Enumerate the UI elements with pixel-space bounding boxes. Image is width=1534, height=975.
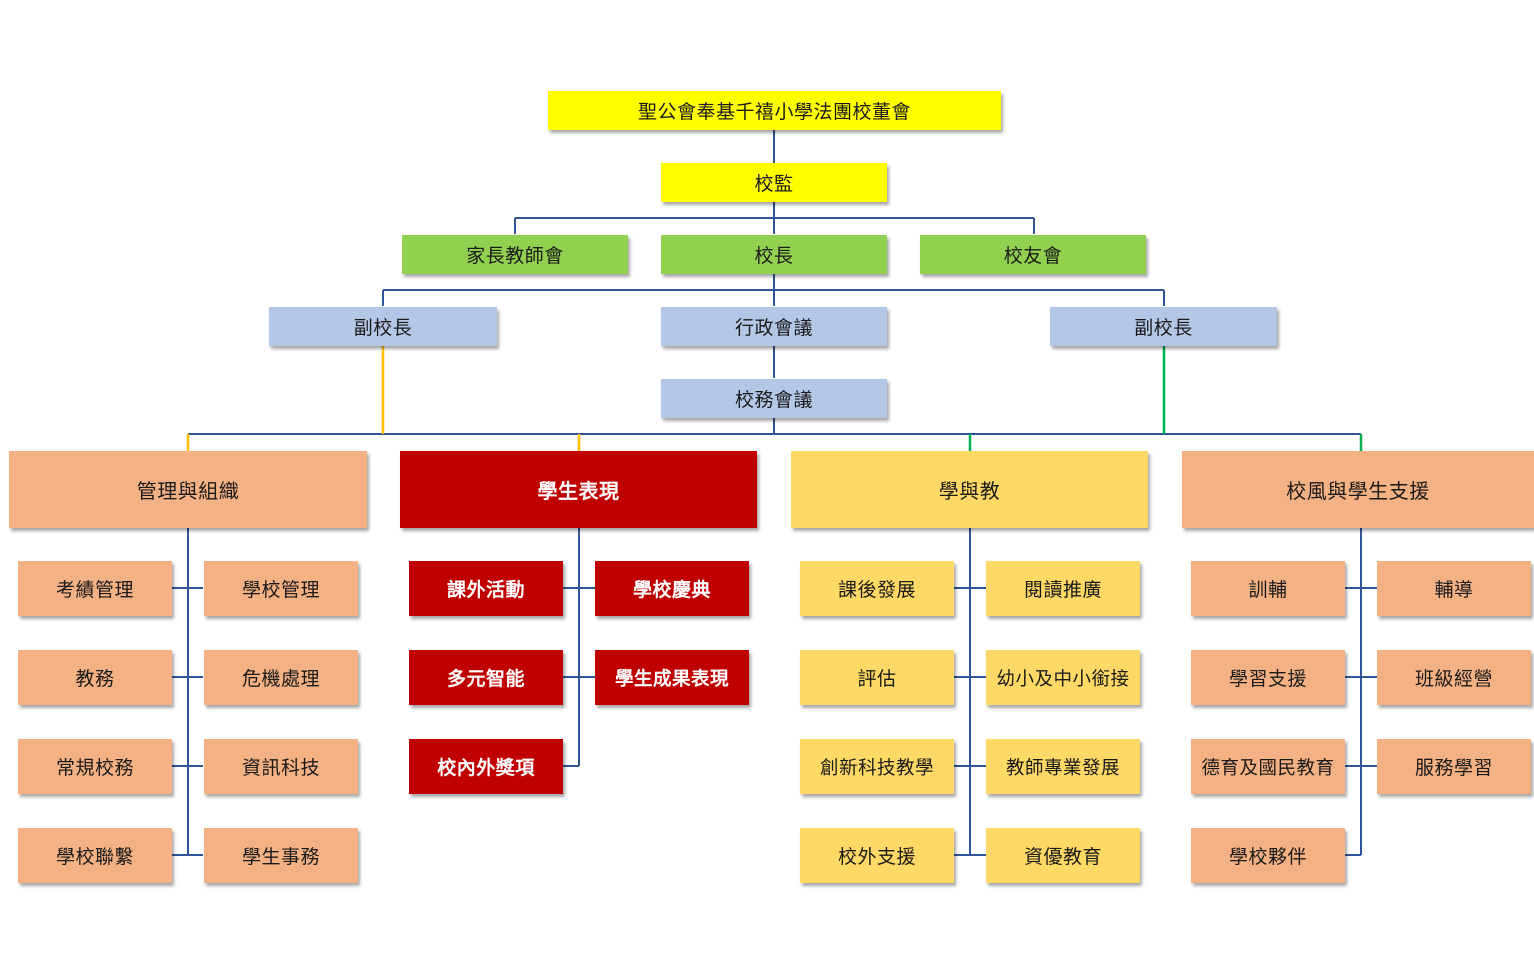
supervisor-box: 校監 — [661, 163, 887, 202]
mgmt-item: 學校聯繫 — [18, 828, 172, 883]
ethos-item: 輔導 — [1377, 561, 1531, 616]
perf-item: 課外活動 — [409, 561, 563, 616]
ethos-item: 學校夥伴 — [1191, 828, 1345, 883]
vice-principal-right-box: 副校長 — [1050, 307, 1277, 346]
school-council-box: 校務會議 — [661, 379, 887, 418]
dept-ethos-head: 校風與學生支援 — [1182, 451, 1534, 528]
learn-item: 評估 — [800, 650, 954, 705]
ethos-item: 訓輔 — [1191, 561, 1345, 616]
mgmt-item: 考績管理 — [18, 561, 172, 616]
pta-box: 家長教師會 — [402, 235, 628, 274]
dept-perf-head: 學生表現 — [400, 451, 757, 528]
mgmt-item: 教務 — [18, 650, 172, 705]
perf-item: 校內外獎項 — [409, 739, 563, 794]
perf-item: 學校慶典 — [595, 561, 749, 616]
mgmt-item: 資訊科技 — [204, 739, 358, 794]
learn-item: 資優教育 — [986, 828, 1140, 883]
mgmt-item: 危機處理 — [204, 650, 358, 705]
mgmt-item: 學校管理 — [204, 561, 358, 616]
learn-item: 閱讀推廣 — [986, 561, 1140, 616]
admin-meeting-box: 行政會議 — [661, 307, 887, 346]
ethos-item: 班級經營 — [1377, 650, 1531, 705]
perf-item: 多元智能 — [409, 650, 563, 705]
learn-item: 課後發展 — [800, 561, 954, 616]
principal-box: 校長 — [661, 235, 887, 274]
mgmt-item: 學生事務 — [204, 828, 358, 883]
dept-learn-head: 學與教 — [791, 451, 1148, 528]
ethos-item: 學習支援 — [1191, 650, 1345, 705]
mgmt-item: 常規校務 — [18, 739, 172, 794]
ethos-item: 德育及國民教育 — [1191, 739, 1345, 794]
learn-item: 幼小及中小銜接 — [986, 650, 1140, 705]
perf-item: 學生成果表現 — [595, 650, 749, 705]
board-box: 聖公會奉基千禧小學法團校董會 — [548, 91, 1001, 130]
learn-item: 創新科技教學 — [800, 739, 954, 794]
learn-item: 教師專業發展 — [986, 739, 1140, 794]
dept-mgmt-head: 管理與組織 — [9, 451, 367, 528]
ethos-item: 服務學習 — [1377, 739, 1531, 794]
alumni-box: 校友會 — [920, 235, 1146, 274]
learn-item: 校外支援 — [800, 828, 954, 883]
vice-principal-left-box: 副校長 — [269, 307, 497, 346]
